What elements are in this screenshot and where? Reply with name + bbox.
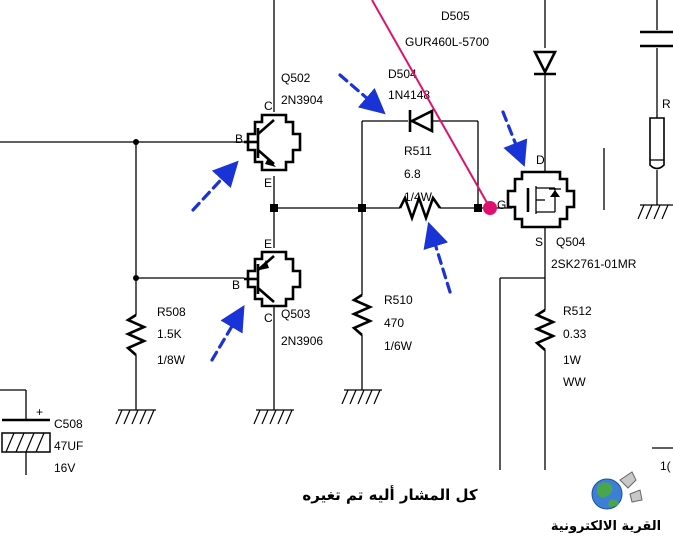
pointer-arrow-d504 — [338, 73, 386, 115]
q502-part: 2N3904 — [281, 93, 323, 107]
q503-pin-c: C — [264, 311, 273, 325]
r508-power: 1/8W — [157, 353, 186, 367]
r511-value: 6.8 — [404, 167, 421, 181]
edge-bottom-text: 1( — [660, 459, 671, 473]
globe-icon — [591, 471, 643, 510]
r510-power: 1/6W — [384, 339, 413, 353]
resistor-r511: R511 6.8 1/4W — [398, 144, 442, 222]
capacitor-c508: + C508 47UF 16V — [1, 405, 83, 475]
r508-value: 1.5K — [157, 327, 182, 341]
ground-symbols — [115, 204, 673, 425]
resistor-r508: R508 1.5K 1/8W — [124, 305, 186, 367]
d504-part: 1N4148 — [388, 88, 430, 102]
d504-ref: D504 — [388, 67, 417, 81]
d505-ref: D505 — [441, 9, 470, 23]
r510-value: 470 — [384, 316, 404, 330]
c508-voltage: 16V — [54, 461, 75, 475]
ground-icon — [341, 389, 382, 405]
annotation-arrows — [191, 73, 528, 362]
c508-ref: C508 — [54, 417, 83, 431]
r512-ref: R512 — [563, 304, 592, 318]
q502-pin-e: E — [264, 176, 272, 190]
junction-dot — [133, 275, 139, 281]
q503-pin-b: B — [232, 278, 240, 292]
junction-dot — [270, 204, 278, 212]
q503-pin-e: E — [264, 237, 272, 251]
c508-value: 47UF — [54, 439, 83, 453]
q502-pin-b: B — [235, 132, 243, 146]
q504-pin-s: S — [535, 235, 543, 249]
diode-d505: D505 GUR460L-5700 — [405, 9, 558, 76]
ground-icon — [115, 409, 156, 425]
r512-power: 1W — [563, 353, 582, 367]
r512-value: 0.33 — [563, 327, 587, 341]
junction-dot — [133, 139, 139, 145]
resistor-r512: R512 0.33 1W WW — [533, 304, 592, 389]
pointer-arrow-q503 — [210, 304, 245, 362]
q503-ref: Q503 — [281, 307, 311, 321]
r511-power: 1/4W — [404, 190, 433, 204]
pointer-arrow-q502 — [191, 160, 239, 212]
q502-ref: Q502 — [281, 71, 311, 85]
q504-ref: Q504 — [556, 235, 586, 249]
change-note: كل المشار أليه تم تغيره — [302, 485, 477, 504]
pointer-arrow-q504 — [501, 110, 528, 167]
marker-line — [371, 0, 497, 215]
edge-components: R 1( — [640, 30, 673, 473]
q503-part: 2N3906 — [281, 334, 323, 348]
pointer-arrow-r511 — [423, 221, 452, 294]
edge-r-ref: R — [662, 97, 671, 111]
wires — [0, 0, 673, 475]
ground-icon — [253, 409, 294, 425]
r512-extra: WW — [563, 375, 586, 389]
transistor-q502: Q502 2N3904 C B E — [235, 71, 323, 190]
junctions — [133, 139, 482, 281]
q504-pin-g: G — [497, 198, 506, 212]
site-logo: القرية الالكترونية — [551, 471, 661, 534]
q504-pin-d: D — [536, 153, 545, 167]
r510-ref: R510 — [384, 293, 413, 307]
junction-dot — [358, 204, 366, 212]
q504-part: 2SK2761-01MR — [551, 257, 637, 271]
d505-part: GUR460L-5700 — [405, 35, 489, 49]
ground-icon — [637, 204, 673, 220]
resistor-r510: R510 470 1/6W — [350, 293, 413, 353]
r508-ref: R508 — [157, 305, 186, 319]
mosfet-q504: D G S Q504 2SK2761-01MR — [497, 153, 637, 271]
junction-dot — [474, 204, 482, 212]
transistor-q503: E B C Q503 2N3906 — [232, 237, 323, 348]
logo-text: القرية الالكترونية — [551, 519, 661, 534]
marker-dot — [483, 201, 497, 215]
q502-pin-c: C — [264, 99, 273, 113]
r511-ref: R511 — [404, 144, 432, 158]
c508-polarity: + — [36, 405, 43, 419]
diode-d504: D504 1N4148 — [388, 67, 434, 134]
